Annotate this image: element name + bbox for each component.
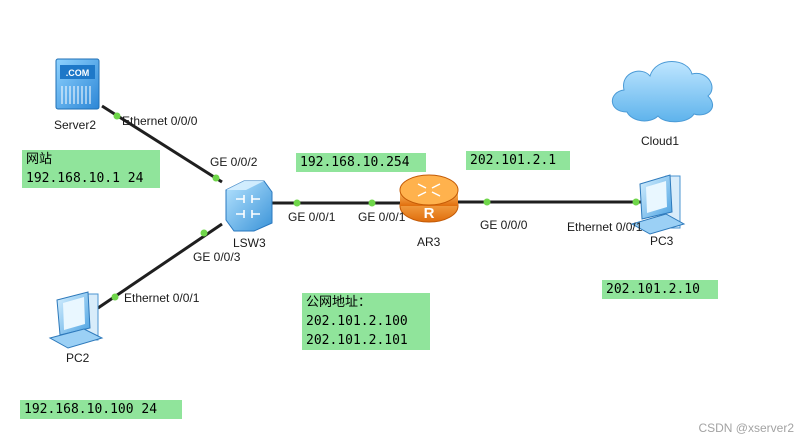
note-ar3-outer-ip: 202.101.2.1 (466, 151, 570, 170)
lsw3-device[interactable] (225, 180, 273, 232)
pc3-device[interactable] (630, 174, 686, 235)
cloud1-device[interactable] (611, 61, 714, 123)
device-label-ar3: AR3 (417, 235, 441, 249)
port-dot-lsw3-ge3 (200, 229, 208, 237)
router-icon (399, 174, 459, 206)
pc2-device[interactable] (48, 291, 104, 349)
note-public-addresses: 公网地址： 202.101.2.100 202.101.2.101 (302, 293, 430, 350)
device-label-cloud1: Cloud1 (641, 134, 680, 148)
server2-device[interactable]: .COM (55, 58, 100, 110)
link-server2-lsw3[interactable] (101, 104, 223, 184)
note-pc2-ip: 192.168.10.100 24 (20, 400, 182, 419)
note-pc3-ip: 202.101.2.10 (602, 280, 718, 299)
port-dot-ar3-ge1 (368, 199, 376, 207)
server-com-text: .COM (66, 68, 90, 78)
ar3-device[interactable]: R (399, 174, 459, 223)
port-label-server2-eth: Ethernet 0/0/0 (122, 114, 198, 128)
device-label-server2: Server2 (54, 118, 97, 132)
link-lsw3-pc2[interactable] (97, 222, 223, 310)
note-ar3-outer-ip-text: 202.101.2.1 (470, 153, 557, 168)
note-ar3-inner-ip-text: 192.168.10.254 (300, 155, 410, 170)
port-label-pc2-eth: Ethernet 0/0/1 (124, 291, 200, 305)
note-website-title: 网站 (26, 152, 53, 167)
port-dot-pc2 (111, 293, 119, 301)
note-public-ip2: 202.101.2.101 (306, 333, 408, 348)
port-dot-lsw3-ge2 (212, 174, 220, 182)
device-label-lsw3: LSW3 (233, 236, 266, 250)
port-dots (111, 112, 640, 301)
note-ar3-inner-ip: 192.168.10.254 (296, 153, 426, 172)
port-dot-server2 (113, 112, 121, 120)
note-website-ip: 192.168.10.1 24 (26, 171, 144, 186)
note-pc2-ip-text: 192.168.10.100 24 (24, 402, 158, 417)
device-label-pc3: PC3 (650, 234, 674, 248)
port-label-lsw3-ge2: GE 0/0/2 (210, 155, 258, 169)
links (97, 104, 652, 310)
cloud-icon (611, 61, 714, 123)
router-letter: R (424, 205, 435, 222)
note-website: 网站 192.168.10.1 24 (22, 150, 160, 188)
port-label-pc3-eth: Ethernet 0/0/1 (567, 220, 643, 234)
port-dot-pc3 (632, 198, 640, 206)
device-label-pc2: PC2 (66, 351, 90, 365)
port-label-lsw3-ge1: GE 0/0/1 (288, 210, 336, 224)
port-label-lsw3-ge3: GE 0/0/3 (193, 250, 241, 264)
note-pc3-ip-text: 202.101.2.10 (606, 282, 700, 297)
port-dot-ar3-ge0 (483, 198, 491, 206)
port-label-ar3-ge0: GE 0/0/0 (480, 218, 528, 232)
watermark: CSDN @xserver2 (698, 421, 794, 435)
note-public-title: 公网地址： (306, 295, 372, 310)
port-label-ar3-ge1: GE 0/0/1 (358, 210, 406, 224)
note-public-ip1: 202.101.2.100 (306, 314, 408, 329)
port-dot-lsw3-ge1 (293, 199, 301, 207)
